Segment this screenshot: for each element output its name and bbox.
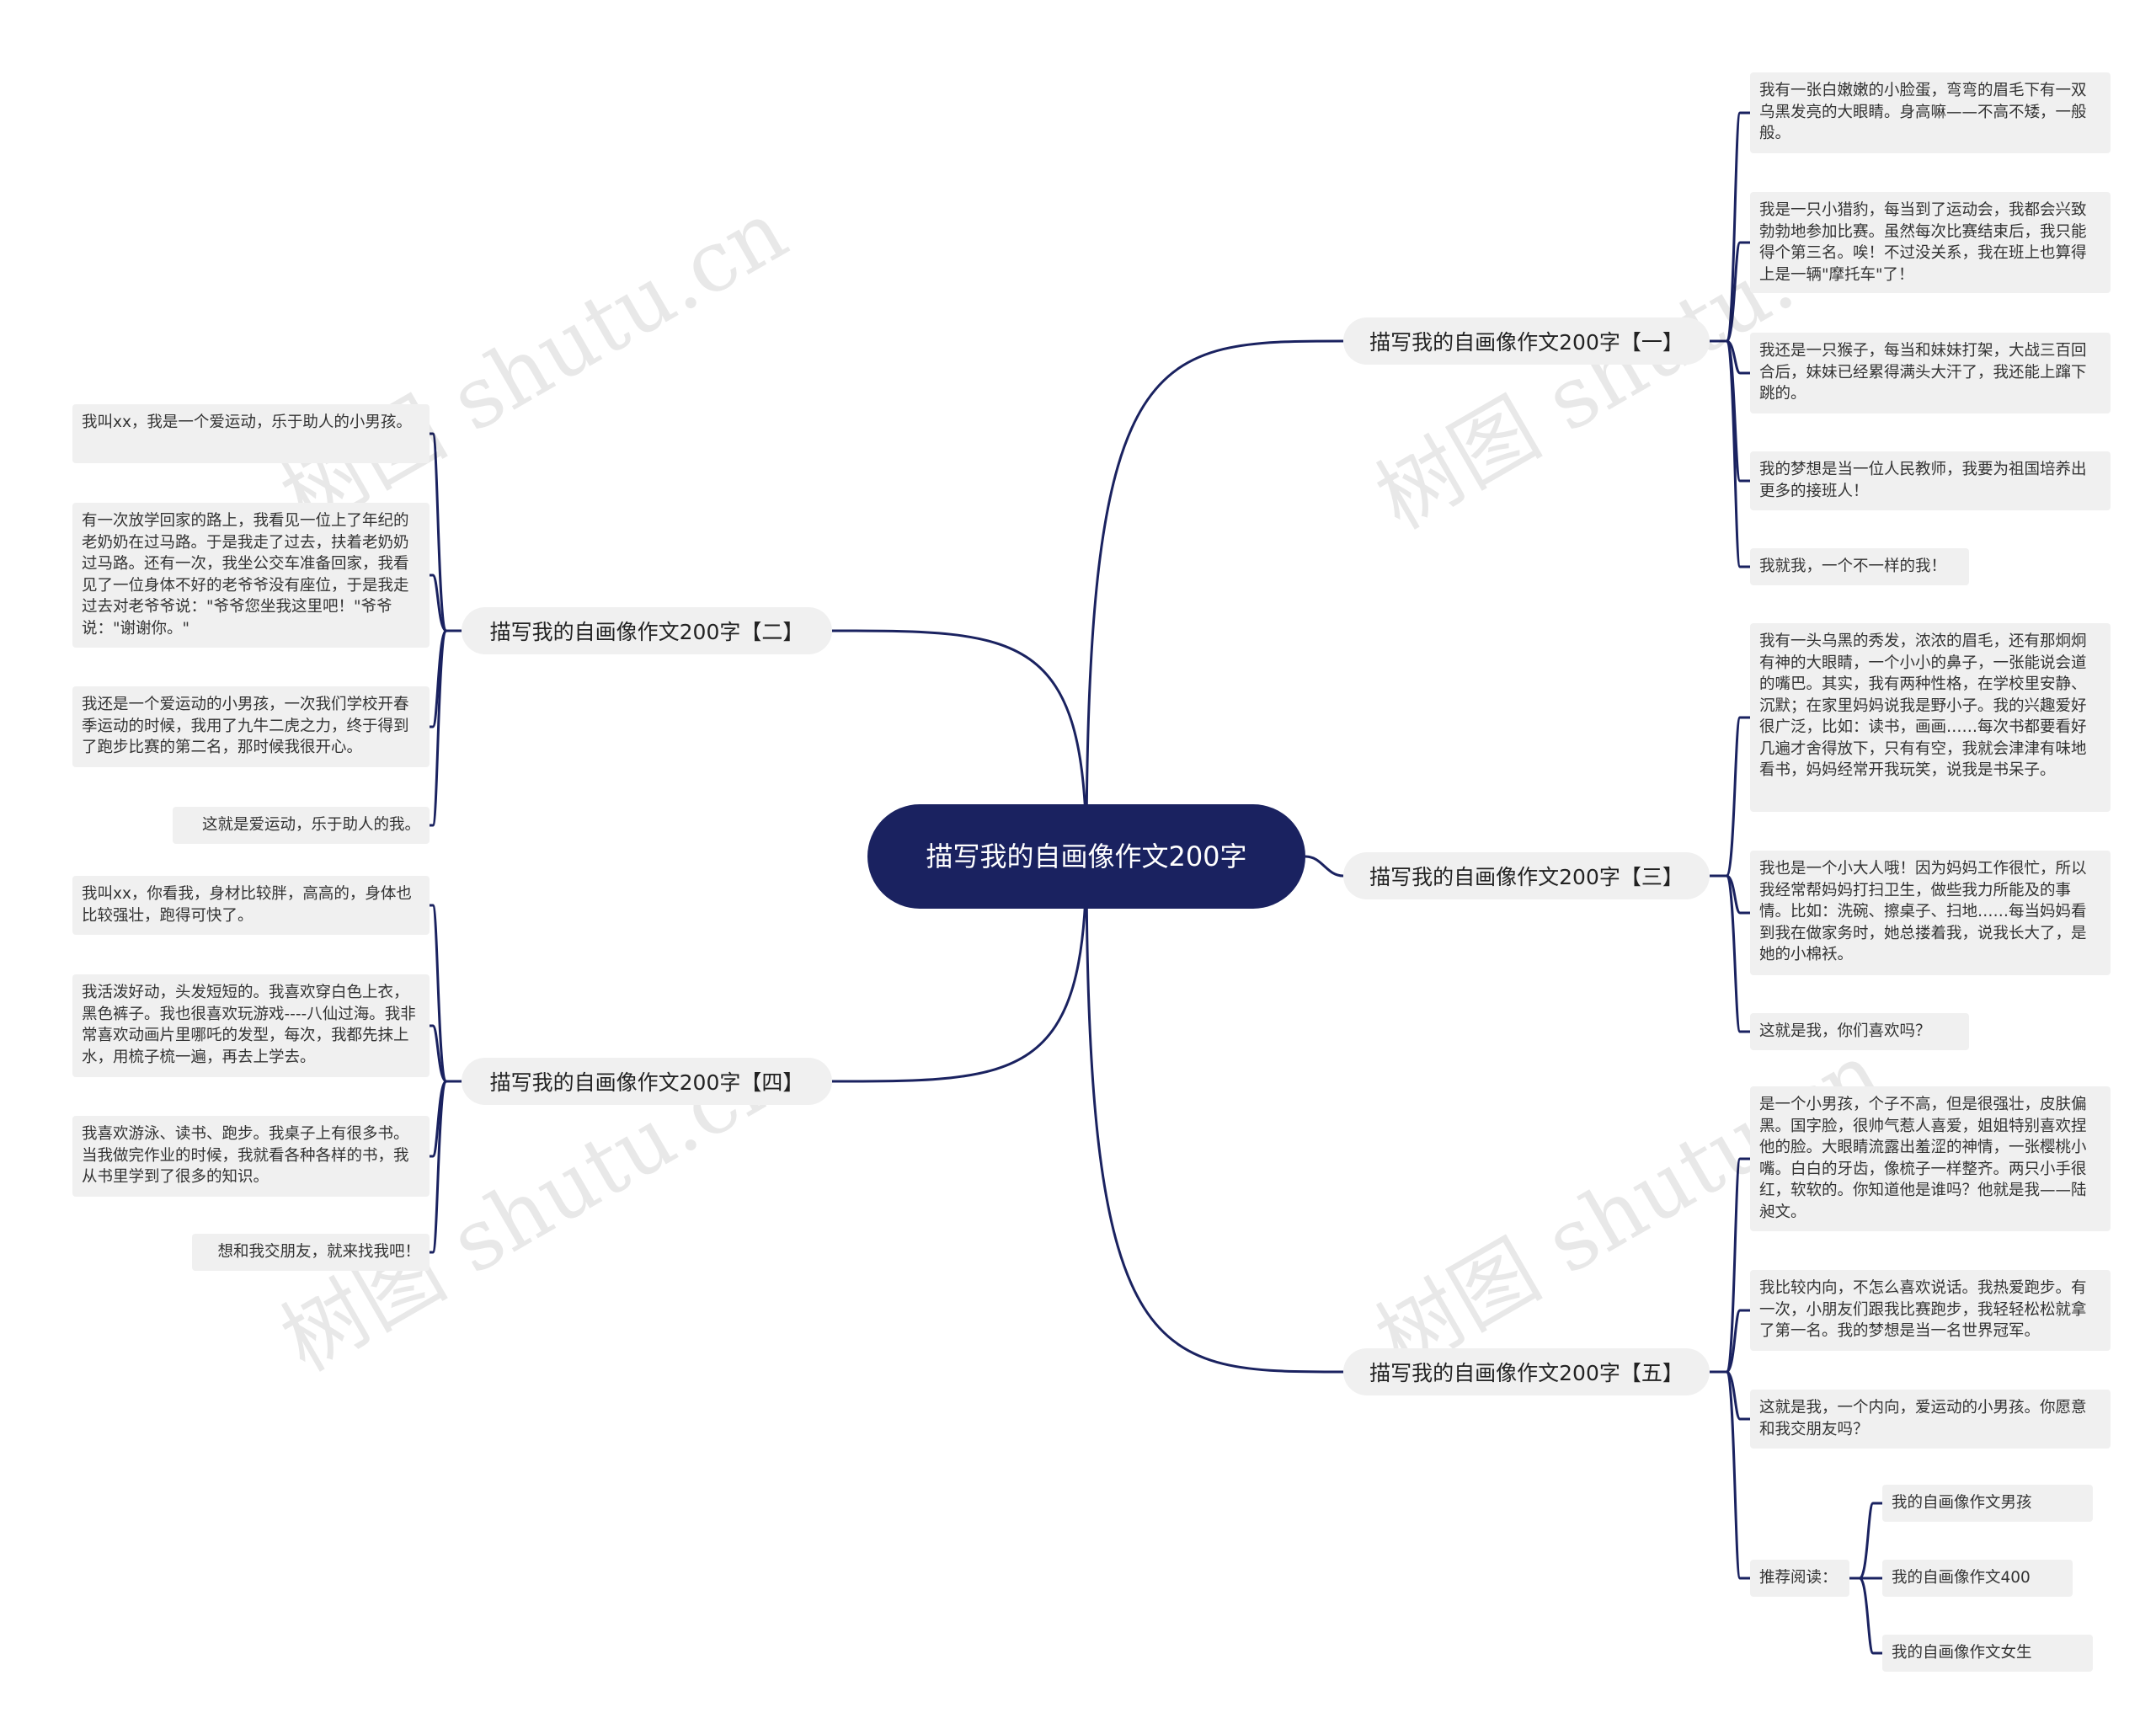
connector-line (430, 629, 448, 827)
connector-line (1305, 855, 1344, 878)
connector-line (831, 856, 1088, 1083)
connector-line (1726, 874, 1750, 915)
connector-line (1725, 111, 1750, 343)
leaf-note[interactable]: 我喜欢游泳、读书、跑步。我桌子上有很多书。当我做完作业的时候，我就看各种各样的书… (72, 1116, 430, 1197)
leaf-note[interactable]: 我叫xx，你看我，身材比较胖，高高的，身体也比较强壮，跑得可快了。 (72, 876, 430, 935)
connector-line (1725, 339, 1750, 568)
branch-topic[interactable]: 描写我的自画像作文200字【五】 (1343, 1348, 1710, 1395)
leaf-note[interactable]: 我就我，一个不一样的我！ (1750, 548, 1969, 585)
connector-line (1725, 1370, 1750, 1580)
connector-line (1725, 716, 1750, 878)
leaf-note[interactable]: 我比较内向，不怎么喜欢说话。我热爱跑步。有一次，小朋友们跟我比赛跑步，我轻轻松松… (1750, 1270, 2111, 1351)
connector-line (1085, 856, 1344, 1374)
leaf-note[interactable]: 我活泼好动，头发短短的。我喜欢穿白色上衣，黑色裤子。我也很喜欢玩游戏----八仙… (72, 974, 430, 1077)
connector-line (831, 629, 1088, 857)
leaf-note[interactable]: 有一次放学回家的路上，我看见一位上了年纪的老奶奶在过马路。于是我走了过去，扶着老… (72, 503, 430, 648)
connector-line (1858, 1577, 1882, 1655)
connector-line (1725, 241, 1750, 343)
connector-line (1726, 1370, 1750, 1421)
connector-line (1858, 1502, 1882, 1580)
leaf-note[interactable]: 我的梦想是当一位人民教师，我要为祖国培养出更多的接班人！ (1750, 451, 2111, 510)
leaf-note[interactable]: 我叫xx，我是一个爱运动，乐于助人的小男孩。 (72, 404, 430, 463)
leaf-note[interactable]: 这就是我，你们喜欢吗？ (1750, 1013, 1969, 1050)
leaf-note[interactable]: 这就是爱运动，乐于助人的我。 (173, 807, 430, 844)
leaf-note[interactable]: 我有一张白嫩嫩的小脸蛋，弯弯的眉毛下有一双乌黑发亮的大眼睛。身高嘛——不高不矮，… (1750, 72, 2111, 153)
recommend-link[interactable]: 我的自画像作文女生 (1882, 1635, 2093, 1672)
branch-topic[interactable]: 描写我的自画像作文200字【一】 (1343, 317, 1710, 365)
leaf-note[interactable]: 我还是一个爱运动的小男孩，一次我们学校开春季运动的时候，我用了九牛二虎之力，终于… (72, 686, 430, 767)
branch-topic[interactable]: 描写我的自画像作文200字【二】 (462, 607, 832, 654)
recommend-link[interactable]: 我的自画像作文男孩 (1882, 1485, 2093, 1522)
root-topic[interactable]: 描写我的自画像作文200字 (867, 804, 1305, 909)
recommend-link[interactable]: 我的自画像作文400 (1882, 1560, 2073, 1597)
branch-topic[interactable]: 描写我的自画像作文200字【三】 (1343, 852, 1710, 899)
connector-line (1726, 1309, 1750, 1374)
leaf-note[interactable]: 是一个小男孩，个子不高，但是很强壮，皮肤偏黑。国字脸，很帅气惹人喜爱，姐姐特别喜… (1750, 1086, 2111, 1231)
branch-topic[interactable]: 描写我的自画像作文200字【四】 (462, 1058, 832, 1105)
recommend-label[interactable]: 推荐阅读： (1750, 1560, 1849, 1597)
leaf-note[interactable]: 我也是一个小大人哦！因为妈妈工作很忙，所以我经常帮妈妈打扫卫生，做些我力所能及的… (1750, 851, 2111, 975)
connector-line (430, 574, 447, 632)
leaf-note[interactable]: 我是一只小猎豹，每当到了运动会，我都会兴致勃勃地参加比赛。虽然每次比赛结束后，我… (1750, 192, 2111, 293)
connector-line (430, 1080, 448, 1254)
leaf-note[interactable]: 我还是一只猴子，每当和妹妹打架，大战三百回合后，妹妹已经累得满头大汗了，我还能上… (1750, 333, 2111, 413)
leaf-note[interactable]: 我有一头乌黑的秀发，浓浓的眉毛，还有那炯炯有神的大眼睛，一个小小的鼻子，一张能说… (1750, 623, 2111, 812)
connector-line (430, 1024, 447, 1083)
connector-line (1725, 874, 1750, 1033)
connector-line (430, 904, 448, 1083)
leaf-note[interactable]: 想和我交朋友，就来找我吧！ (192, 1234, 430, 1271)
connector-line (1725, 1157, 1750, 1374)
connector-line (430, 432, 448, 632)
connector-line (1085, 339, 1344, 857)
leaf-note[interactable]: 这就是我，一个内向，爱运动的小男孩。你愿意和我交朋友吗？ (1750, 1390, 2111, 1449)
